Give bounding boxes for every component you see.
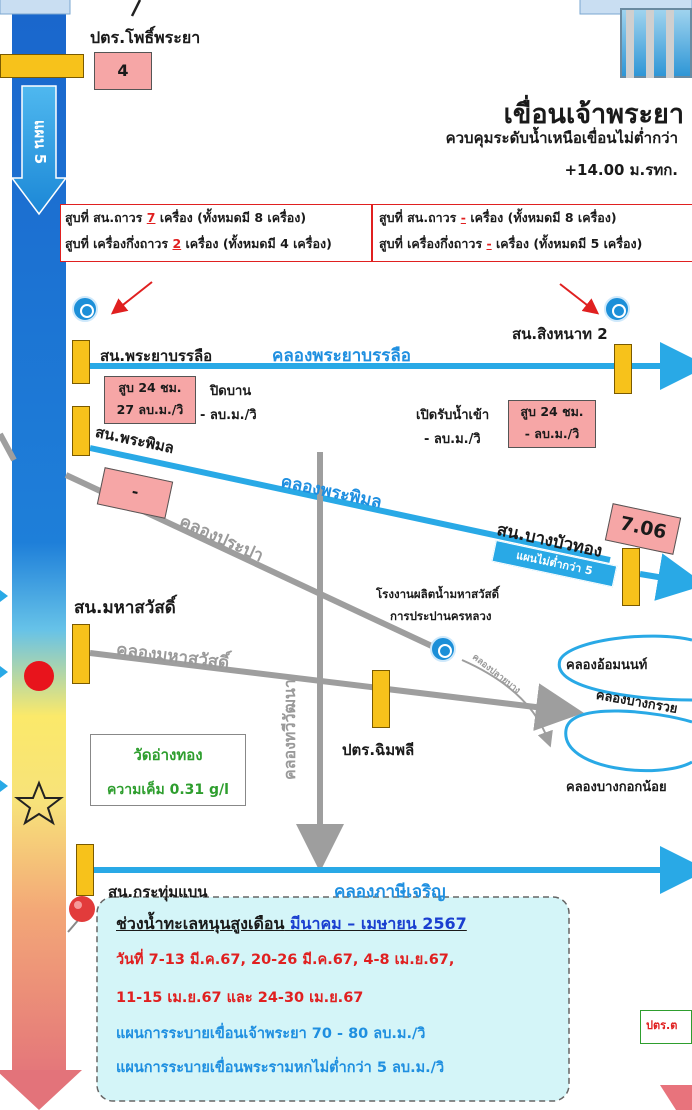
river-plan-label: แผน 5	[31, 119, 49, 165]
gate-phra-phimon	[72, 406, 90, 456]
dam-title: เขื่อนเจ้าพระยา	[503, 99, 684, 130]
station-chim-phli: ปตร.ฉิมพลี	[342, 741, 415, 759]
canal-bang-kok-noi: คลองบางกอกน้อย	[566, 780, 667, 795]
salinity-point-dot	[24, 661, 54, 691]
pump-icon	[604, 296, 630, 322]
canal-phasi-charoen: คลองภาษีเจริญ	[334, 882, 446, 902]
water-plant-line2: การประปานครหลวง	[390, 609, 492, 623]
canal-phraya-banlue: คลองพระยาบรรลือ	[272, 346, 411, 366]
pushpin	[69, 896, 95, 922]
gate-maha-sawat	[72, 624, 90, 684]
om-non-loop	[557, 634, 692, 702]
top-gate-value: 4	[94, 52, 152, 90]
pump-info-left: สูบที่ สน.ถาวร 7 เครื่อง (ทั้งหมดมี 8 เค…	[60, 204, 372, 262]
gate-bang-bua-thong	[622, 548, 640, 606]
plan-arrow	[10, 85, 68, 216]
notice-plan-line2: แผนการระบายเขื่อนพระรามหกไม่ต่ำกว่า 5 ลบ…	[116, 1060, 445, 1076]
top-gate-bar	[0, 54, 84, 78]
station-partial-right: ปตร.ต	[640, 1010, 692, 1044]
water-plant-line1: โรงงานผลิตน้ำมหาสวัสดิ์	[376, 587, 500, 601]
notice-dates-line2: 11-15 เม.ย.67 และ 24-30 เม.ย.67	[116, 990, 364, 1006]
pump-info-right: สูบที่ สน.ถาวร - เครื่อง (ทั้งหมดมี 8 เค…	[372, 204, 692, 262]
notice-box	[96, 896, 570, 1102]
notice-plan-line1: แผนการระบายเขื่อนเจ้าพระยา 70 - 80 ลบ.ม.…	[116, 1026, 426, 1042]
dam-icon	[620, 8, 692, 78]
salinity-reading: ความเค็ม 0.31 g/l	[107, 782, 229, 798]
salinity-location: วัดอ่างทอง	[133, 746, 203, 764]
notice-dates-line1: วันที่ 7-13 มี.ค.67, 20-26 มี.ค.67, 4-8 …	[116, 952, 455, 968]
bang-kok-noi-loop	[564, 709, 692, 773]
singhanat-intake-line1: เปิดรับน้ำเข้า	[416, 408, 490, 423]
station-krathum-baen: สน.กระทุ่มแบน	[108, 883, 208, 901]
phraya-banlue-gate-line1: ปิดบาน	[210, 384, 252, 399]
station-phraya-banlue: สน.พระยาบรรลือ	[100, 347, 213, 365]
notice-title: ช่วงน้ำทะเลหนุนสูงเดือน มีนาคม – เมษายน …	[116, 914, 467, 933]
dam-subtitle: ควบคุมระดับน้ำเหนือเขื่อนไม่ต่ำกว่า	[445, 129, 678, 147]
singhanat-pump-status: สูบ 24 ชม. - ลบ.ม./วิ	[508, 400, 596, 448]
singhanat-intake-line2: - ลบ.ม./วิ	[424, 432, 481, 447]
dam-level: +14.00 ม.รทก.	[564, 161, 678, 179]
pump-icon	[430, 636, 456, 662]
station-maha-sawat: สน.มหาสวัสดิ์	[74, 598, 176, 618]
station-singhanat: สน.สิงหนาท 2	[512, 325, 608, 343]
canal-thawi-watthana: คลองทวีวัฒนา	[280, 679, 299, 780]
salinity-star	[14, 780, 64, 826]
gate-chim-phli	[372, 670, 390, 728]
phraya-banlue-gate-line2: - ลบ.ม./วิ	[200, 408, 257, 423]
canal-om-non: คลองอ้อมนนท์	[566, 658, 648, 673]
phraya-banlue-pump-status: สูบ 24 ชม. 27 ลบ.ม./วิ	[104, 376, 196, 424]
salinity-box: วัดอ่างทอง ความเค็ม 0.31 g/l	[90, 734, 246, 806]
gate-krathum-baen	[76, 844, 94, 896]
top-gate-name: ปตร.โพธิ์พระยา	[90, 28, 201, 47]
gate-singhanat	[614, 344, 632, 394]
gate-phraya-banlue	[72, 340, 90, 384]
river-outflow-arrow	[0, 1070, 82, 1110]
pump-icon	[72, 296, 98, 322]
